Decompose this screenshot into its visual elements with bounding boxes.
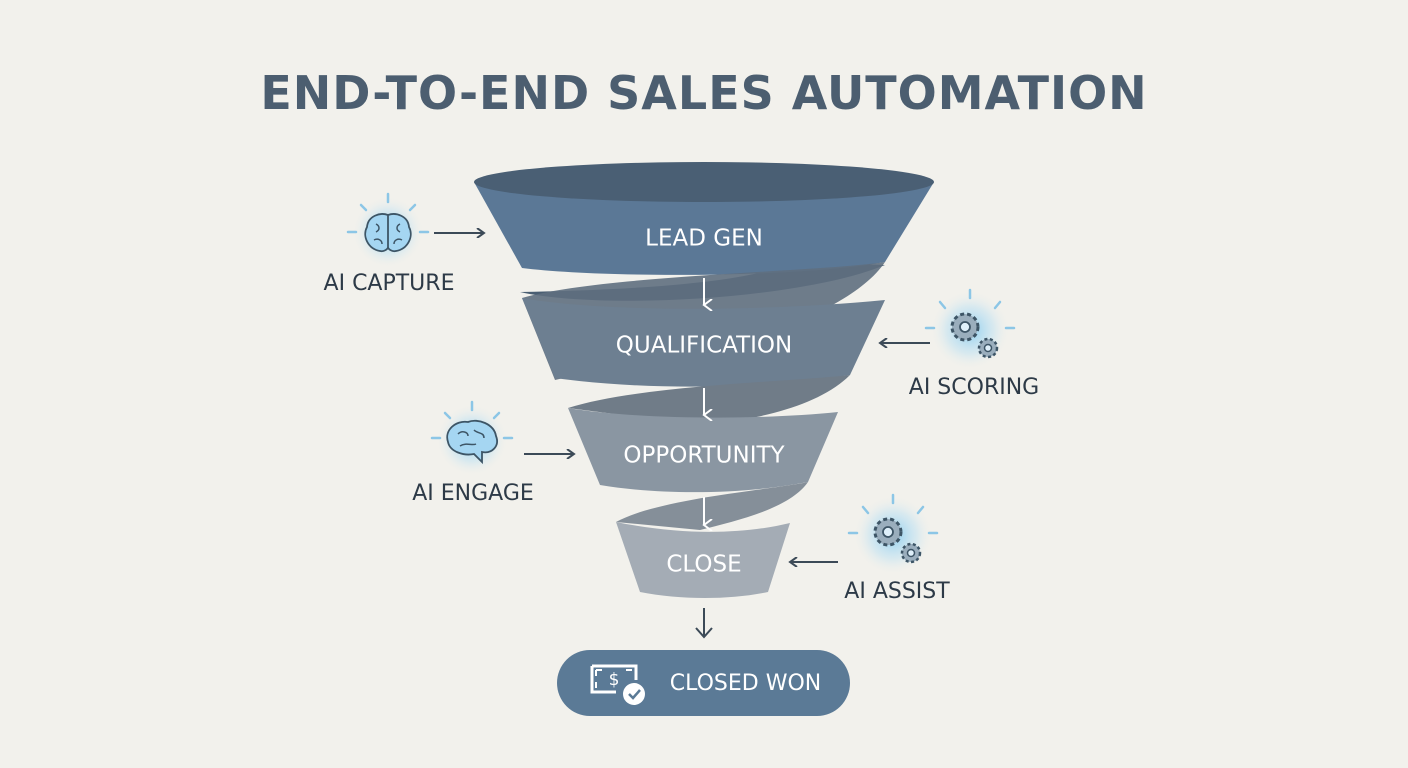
gears-icon [847, 493, 939, 575]
stage-band [522, 298, 885, 387]
ai-assist-label: AI ASSIST [844, 579, 950, 604]
money-check-icon: $ [590, 664, 645, 705]
ai-engage-label: AI ENGAGE [412, 481, 534, 506]
brain-icon [346, 192, 430, 268]
funnel-rim [474, 162, 934, 202]
stage-label: OPPORTUNITY [623, 443, 785, 469]
ai-scoring-label: AI SCORING [908, 375, 1040, 400]
arrowhead-icon [695, 627, 713, 639]
brain-icon [430, 400, 514, 476]
funnel-stage-qualification[interactable]: QUALIFICATION [522, 262, 885, 387]
closed-won-label: CLOSED WON [669, 670, 822, 696]
stage-band [474, 182, 934, 275]
stage-label: CLOSE [666, 552, 741, 578]
stage-label: QUALIFICATION [616, 333, 792, 359]
funnel-stage-opportunity[interactable]: OPPORTUNITY [568, 375, 850, 493]
stage-band [568, 408, 838, 493]
closed-won-badge[interactable]: $ CLOSED WON [557, 650, 850, 716]
gears-icon [924, 288, 1016, 370]
ribbon-twist [616, 482, 808, 530]
page-title: END-TO-END SALES AUTOMATION [260, 66, 1148, 120]
stage-band [616, 522, 790, 598]
ribbon-twist [568, 375, 850, 425]
svg-text:$: $ [608, 670, 619, 690]
stage-label: LEAD GEN [645, 226, 763, 252]
ai-capture-label: AI CAPTURE [323, 271, 455, 296]
funnel-stage-close[interactable]: CLOSE [616, 482, 808, 598]
